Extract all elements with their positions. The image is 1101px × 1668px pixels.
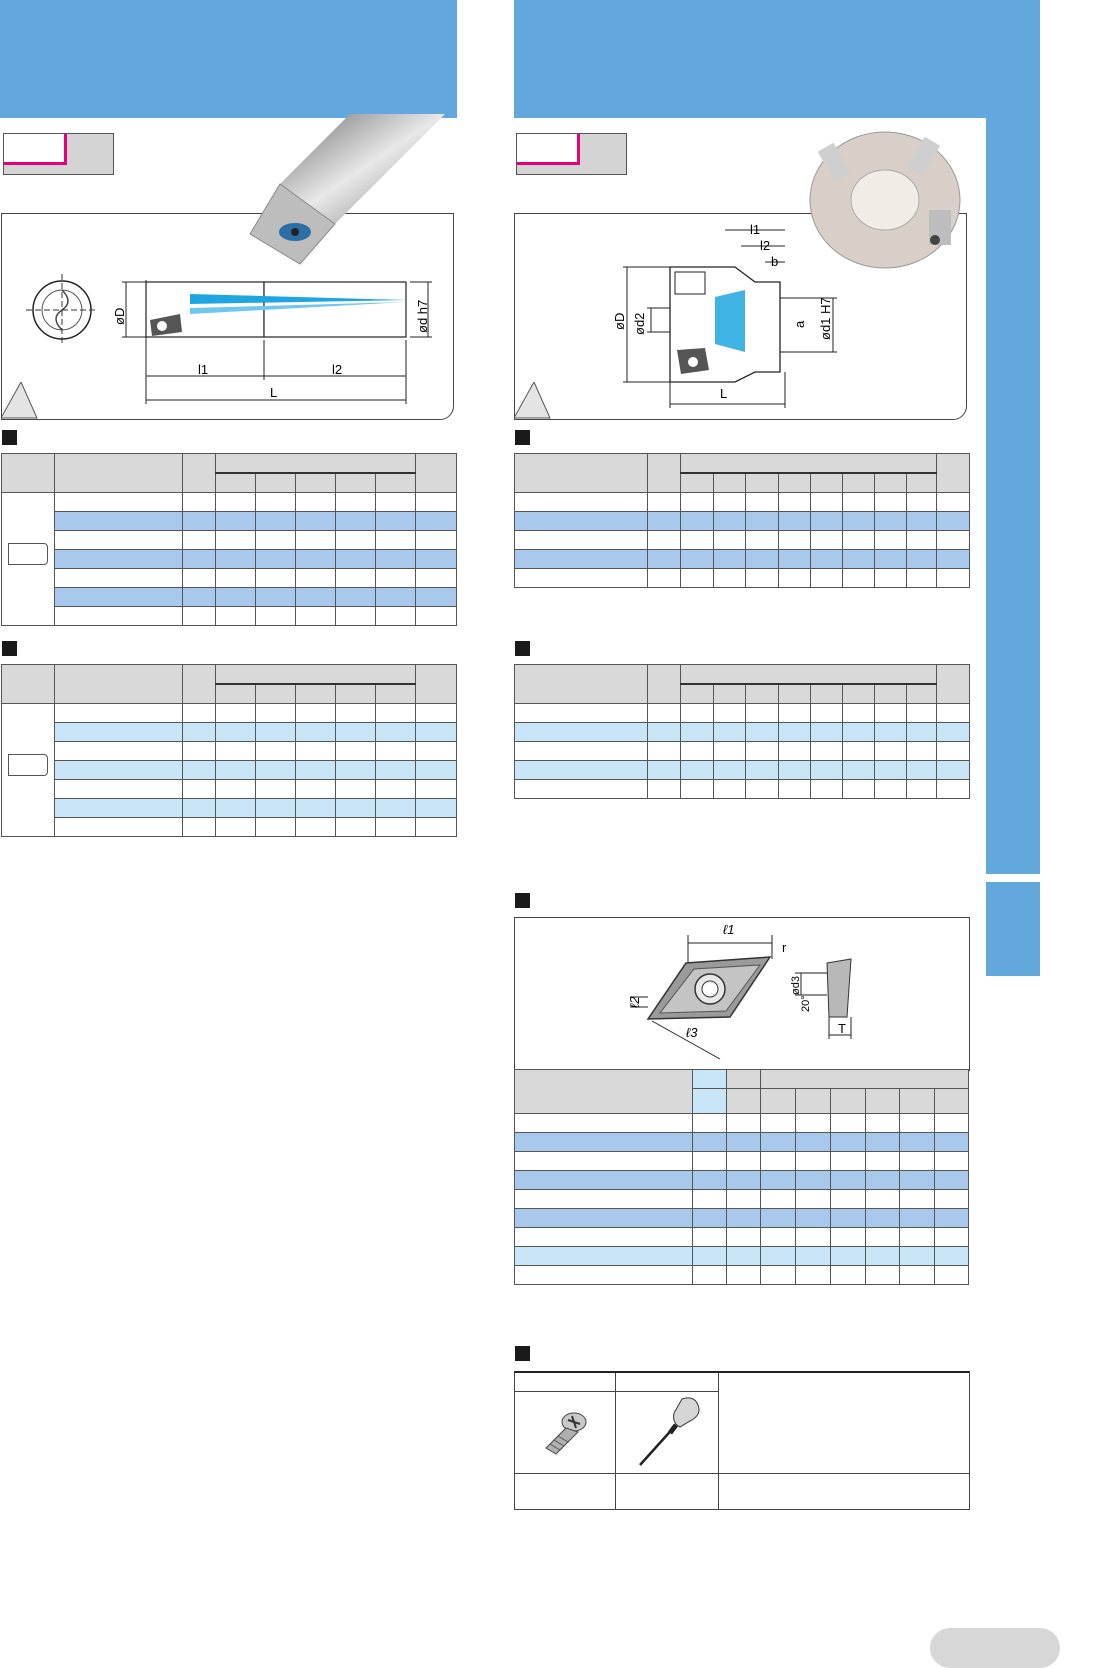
right-label-od: øD [612,312,627,330]
left-label-L: L [270,385,278,400]
end-mill-side-drawing [122,280,432,404]
right-label-l1: l1 [750,222,761,237]
right-label-b: b [771,254,779,269]
section-marker-left-1 [2,430,17,445]
left-category-icon [3,133,114,175]
right-label-l2: l2 [760,238,771,253]
right-label-a: a [792,320,807,328]
parts-table [514,1371,970,1510]
left-label-l2: l2 [332,362,343,377]
left-spec-table-1 [1,453,458,626]
page-curl-left [1,382,38,419]
left-label-odh7: ød h7 [415,299,430,333]
end-mill-photo [249,114,445,265]
insert-label-od3: ød3 [790,976,802,995]
page-number-pill [930,1628,1060,1668]
page-curl-right [514,382,551,419]
left-label-od: øD [112,307,127,325]
insert-spec-table [513,1069,970,1285]
insert-top-drawing [630,935,773,1060]
section-marker-right-1 [515,430,530,445]
right-label-L: L [720,386,728,401]
right-spec-table-2 [514,664,970,799]
insert-label-T: T [838,1021,846,1036]
screwdriver-icon [639,1397,700,1466]
end-view-drawing [26,274,98,346]
insert-label-l3: ℓ3 [686,1025,698,1040]
right-side-tab-lower [986,882,1040,976]
insert-label-l1: ℓ1 [723,922,735,937]
section-marker-left-2 [2,641,17,656]
left-spec-table-2 [1,664,458,837]
right-label-od2: ød2 [632,312,647,335]
insert-label-angle: 20° [800,995,812,1012]
section-marker-insert [515,893,530,908]
section-marker-parts [515,1346,530,1361]
insert-label-r: r [782,940,787,955]
section-marker-right-2 [515,641,530,656]
insert-label-l2: ℓ2 [627,996,642,1008]
face-mill-side-drawing [623,229,837,408]
right-header-banner [514,0,1040,118]
right-spec-table-1 [514,453,970,588]
right-side-tab [986,118,1040,874]
left-label-l1: l1 [198,362,209,377]
left-header-banner [0,0,457,118]
insert-side-drawing [795,958,852,1039]
face-mill-photo [809,131,961,269]
right-label-od1h7: ød1 H7 [818,297,833,340]
screw-icon [545,1412,587,1455]
right-category-icon [516,133,627,175]
